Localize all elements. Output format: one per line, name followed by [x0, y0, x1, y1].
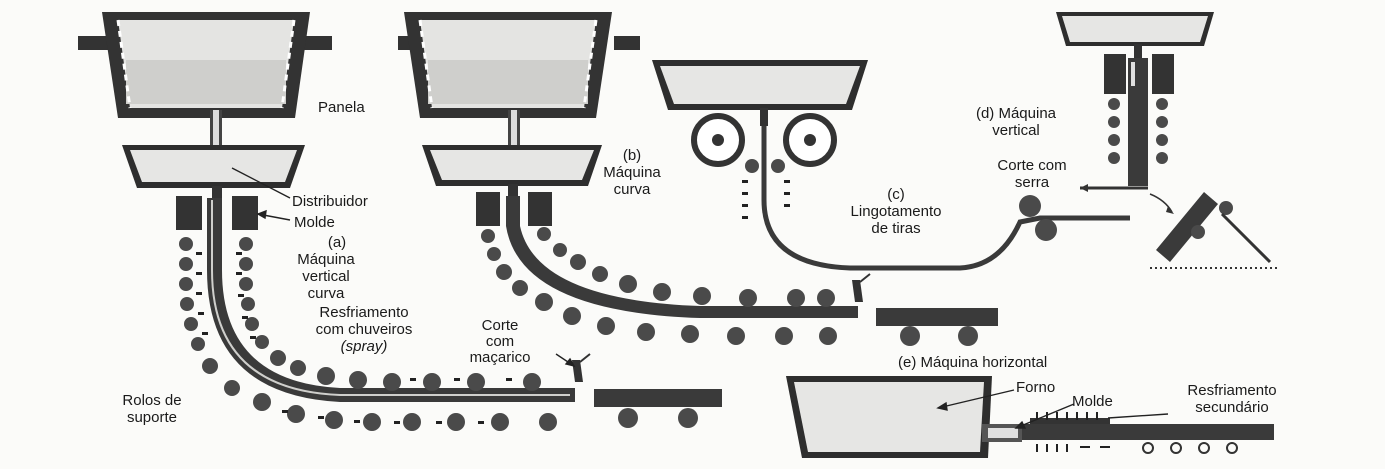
strand-b	[506, 196, 858, 318]
ladle-a	[78, 12, 332, 150]
label-c-line1: (c)	[887, 186, 905, 203]
label-a-title: (a)	[328, 234, 346, 251]
label-panela: Panela	[318, 99, 365, 116]
label-rolos-2: suporte	[127, 409, 177, 426]
machine-a	[78, 12, 722, 431]
machine-e	[786, 376, 1274, 458]
label-a-line3: curva	[308, 285, 345, 302]
cut-slab-b	[876, 308, 998, 326]
label-c-line3: de tiras	[871, 220, 920, 237]
label-c-line2: Lingotamento	[851, 203, 942, 220]
label-d-line2: vertical	[992, 122, 1040, 139]
leader-lines	[231, 167, 1169, 429]
tundish-a	[122, 145, 305, 198]
support-rolls-a	[179, 237, 557, 431]
label-e-title: (e) Máquina horizontal	[898, 354, 1047, 371]
label-serra-1: Corte com	[997, 157, 1066, 174]
support-rolls-b	[481, 227, 837, 345]
label-corte-2: com	[486, 333, 514, 350]
label-corte-3: maçarico	[470, 349, 531, 366]
label-rolos-1: Rolos de	[122, 392, 181, 409]
label-b-line3: curva	[614, 181, 651, 198]
label-a-line2: vertical	[302, 268, 350, 285]
support-rolls-d	[1108, 98, 1168, 164]
label-resf-sec-2: secundário	[1195, 399, 1268, 416]
label-resf-sec-1: Resfriamento	[1187, 382, 1276, 399]
machine-d	[1056, 12, 1280, 269]
label-resfriamento-2: com chuveiros	[316, 321, 413, 338]
mold-a	[176, 196, 258, 230]
label-b-line2: Máquina	[603, 164, 661, 181]
label-molde: Molde	[294, 214, 335, 231]
label-serra-2: serra	[1015, 174, 1050, 191]
rolls-e	[1142, 442, 1238, 454]
label-resfriamento-3: (spray)	[341, 338, 388, 355]
cut-slab-a	[594, 389, 722, 407]
label-d-line1: (d) Máquina	[976, 105, 1057, 122]
label-resfriamento-1: Resfriamento	[319, 304, 408, 321]
torch-b	[852, 273, 871, 302]
label-b-line1: (b)	[623, 147, 641, 164]
machine-b	[398, 12, 998, 346]
machine-c	[652, 60, 1130, 271]
label-molde-e: Molde	[1072, 393, 1113, 410]
spray-marks-e	[1036, 412, 1110, 452]
label-distribuidor: Distribuidor	[292, 193, 368, 210]
label-corte-1: Corte	[482, 317, 519, 334]
spray-marks-a	[196, 252, 512, 424]
torch-a	[572, 353, 591, 382]
mold-b	[476, 192, 552, 226]
ladle-b	[398, 12, 640, 150]
tundish-b	[422, 145, 602, 196]
label-a-line1: Máquina	[297, 251, 355, 268]
labels: Panela Distribuidor Molde (a) Máquina ve…	[122, 99, 1276, 426]
label-forno: Forno	[1016, 379, 1055, 396]
spray-marks-c	[742, 180, 790, 219]
